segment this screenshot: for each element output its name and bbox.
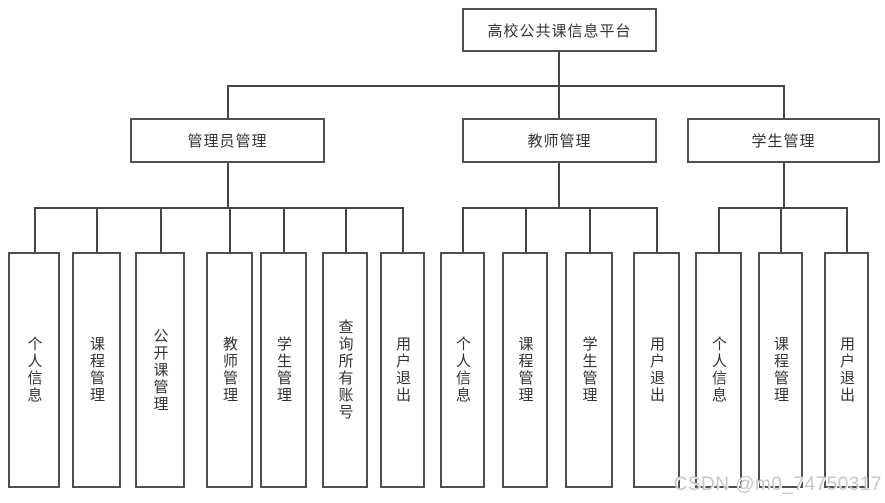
connector-line [558,52,560,85]
diagram-leaf-teacher-course-mgmt: 课程管理 [502,252,548,488]
diagram-leaf-admin-query-accounts: 查询所有账号 [322,252,368,488]
diagram-node-label: 教师管理 [221,336,238,404]
diagram-node-label: 个人信息 [454,336,471,404]
connector-line [227,163,229,208]
diagram-node-label: 个人信息 [710,336,727,404]
diagram-node-label: 公开课管理 [151,327,169,413]
diagram-node-teacher: 教师管理 [462,118,657,163]
connector-line [780,207,782,252]
diagram-node-label: 用户退出 [838,336,855,404]
connector-line [656,207,658,252]
connector-line [462,207,657,209]
diagram-node-admin: 管理员管理 [130,118,325,163]
connector-line [525,207,527,252]
diagram-leaf-admin-course-mgmt: 课程管理 [72,252,121,488]
connector-line [718,207,847,209]
diagram-node-label: 查询所有账号 [336,319,354,421]
connector-line [227,85,229,118]
diagram-leaf-admin-logout: 用户退出 [380,252,425,488]
diagram-leaf-teacher-logout: 用户退出 [633,252,680,488]
connector-line [402,207,404,252]
diagram-node-label: 课程管理 [772,336,789,404]
connector-line [160,207,162,252]
diagram-node-label: 课程管理 [516,336,534,404]
connector-line [783,163,785,208]
diagram-node-label: 管理员管理 [187,133,268,150]
connector-line [462,207,464,252]
connector-line [345,207,347,252]
connector-line [846,207,848,252]
connector-line [34,207,403,209]
diagram-leaf-admin-student-mgmt: 学生管理 [260,252,307,488]
diagram-node-label: 个人信息 [25,336,43,404]
diagram-leaf-admin-open-course-mgmt: 公开课管理 [135,252,185,488]
diagram-node-root: 高校公共课信息平台 [462,8,657,52]
diagram-node-label: 课程管理 [88,336,105,404]
connector-line [283,207,285,252]
connector-line [229,207,231,252]
diagram-leaf-admin-personal-info: 个人信息 [8,252,60,488]
diagram-leaf-student-logout: 用户退出 [824,252,869,488]
diagram-leaf-teacher-student-mgmt: 学生管理 [565,252,613,488]
diagram-leaf-student-personal-info: 个人信息 [695,252,742,488]
csdn-watermark: CSDN @m0_74750317 [673,474,882,495]
connector-line [718,207,720,252]
connector-line [558,85,560,118]
diagram-node-label: 教师管理 [527,133,592,150]
diagram-node-student: 学生管理 [687,118,880,163]
diagram-node-label: 学生管理 [580,336,598,404]
connector-line [558,163,560,208]
diagram-node-label: 学生管理 [751,133,816,150]
diagram-node-label: 学生管理 [275,336,292,404]
connector-line [783,85,785,118]
connector-line [96,207,98,252]
diagram-leaf-teacher-personal-info: 个人信息 [440,252,485,488]
diagram-node-label: 高校公共课信息平台 [487,22,632,40]
connector-line [34,207,36,252]
diagram-node-label: 用户退出 [394,336,411,404]
connector-line [227,85,784,87]
diagram-node-label: 用户退出 [648,336,665,404]
diagram-leaf-student-course-mgmt: 课程管理 [758,252,803,488]
connector-line [589,207,591,252]
diagram-leaf-admin-teacher-mgmt: 教师管理 [206,252,253,488]
